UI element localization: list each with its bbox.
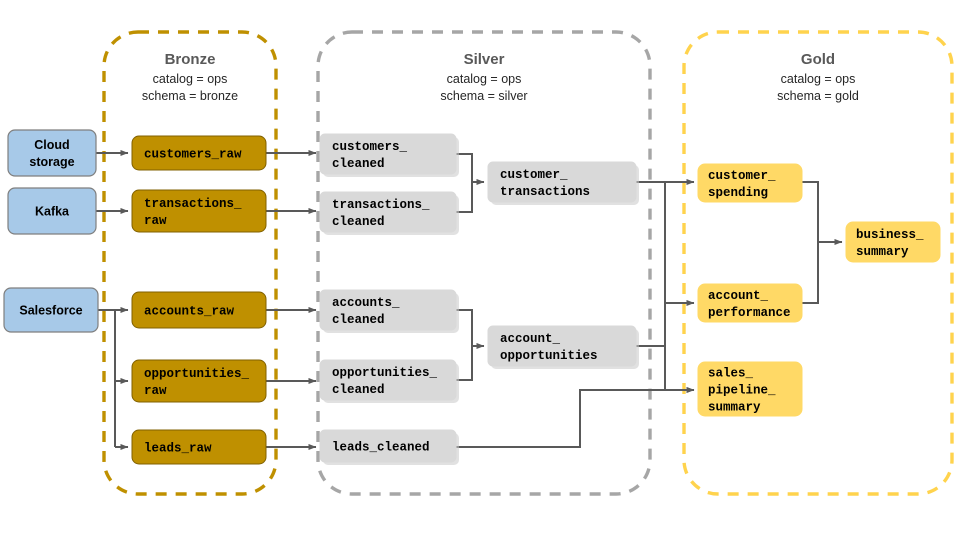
node-label-line: opportunities_ (332, 366, 438, 380)
zone-schema-gold: schema = gold (777, 89, 859, 103)
node-customers-cleaned[interactable]: customers_cleaned (319, 133, 459, 177)
node-label-line: customer_ (500, 168, 568, 182)
node-business-summary[interactable]: business_summary (845, 221, 941, 263)
zone-title-silver: Silver (464, 51, 505, 68)
node-box[interactable] (131, 429, 267, 465)
zone-labels-layer: Bronze catalog = ops schema = bronze Silver… (142, 51, 859, 103)
node-label-line: opportunities (500, 349, 598, 363)
node-label-line: summary (856, 245, 909, 259)
node-label-line: cleaned (332, 157, 385, 171)
node-box[interactable] (845, 221, 941, 263)
zone-catalog-bronze: catalog = ops (153, 72, 228, 86)
zone-title-bronze: Bronze (165, 51, 216, 68)
edge-leads-cleaned-to-pipeline (456, 386, 695, 448)
node-customer-transactions[interactable]: customer_ transactions (487, 161, 639, 205)
node-account-performance[interactable]: account_ performance (697, 283, 803, 323)
node-label-line: transactions (500, 185, 590, 199)
edges-layer (96, 149, 843, 451)
node-opportunities-raw[interactable]: opportunities_raw (131, 359, 267, 403)
node-box[interactable] (319, 191, 457, 233)
node-box[interactable] (319, 359, 457, 401)
node-opportunities-cleaned[interactable]: opportunities_cleaned (319, 359, 459, 403)
node-salesforce[interactable]: Salesforce (3, 287, 99, 333)
node-box[interactable] (487, 325, 637, 367)
nodes-layer: CloudstorageKafkaSalesforcecustomers_raw… (3, 129, 941, 465)
zone-schema-bronze: schema = bronze (142, 89, 238, 103)
node-box[interactable] (3, 287, 99, 333)
node-label-line: sales_ (708, 367, 754, 381)
node-label-line: raw (144, 214, 167, 228)
node-box[interactable] (7, 129, 97, 177)
edge-opportunities-cleaned-merge (456, 346, 473, 381)
node-box[interactable] (131, 135, 267, 171)
node-label-line: opportunities_ (144, 367, 250, 381)
node-label-line: customers_ (332, 140, 408, 154)
node-label-line: customer_ (708, 169, 776, 183)
node-label-line: spending (708, 186, 768, 200)
node-box[interactable] (697, 163, 803, 203)
node-label-line: leads_cleaned (332, 441, 430, 455)
zone-title-gold: Gold (801, 51, 835, 68)
node-label-line: performance (708, 306, 791, 320)
node-label-line: cleaned (332, 215, 385, 229)
node-cloud-storage[interactable]: Cloud storage (7, 129, 97, 177)
node-accounts-raw[interactable]: accounts_raw (131, 291, 267, 329)
node-box[interactable] (697, 283, 803, 323)
node-customer-spending[interactable]: customer_ spending (697, 163, 803, 203)
node-box[interactable] (697, 361, 803, 417)
node-label-line: Kafka (35, 205, 70, 219)
node-customers-raw[interactable]: customers_raw (131, 135, 267, 171)
node-transactions-cleaned[interactable]: transactions_cleaned (319, 191, 459, 235)
edge-customer-spending-merge (802, 181, 819, 242)
node-label-line: cleaned (332, 383, 385, 397)
node-leads-cleaned[interactable]: leads_cleaned (319, 429, 459, 465)
node-account-opportunities[interactable]: account_ opportunities (487, 325, 639, 369)
edge-transactions-cleaned-merge (456, 182, 473, 213)
node-label-line: transactions_ (144, 197, 242, 211)
node-label-line: account_ (708, 289, 769, 303)
node-label-line: accounts_raw (144, 305, 235, 319)
node-label-line: accounts_ (332, 296, 400, 310)
node-label-line: summary (708, 401, 761, 415)
node-transactions-raw[interactable]: transactions_raw (131, 189, 267, 233)
node-accounts-cleaned[interactable]: accounts_cleaned (319, 289, 459, 333)
edge-accounts-cleaned-merge (456, 309, 473, 346)
node-label-line: Salesforce (19, 304, 82, 318)
zone-border-gold (682, 30, 954, 496)
node-box[interactable] (319, 133, 457, 175)
zone-catalog-silver: catalog = ops (447, 72, 522, 86)
node-label-line: account_ (500, 332, 561, 346)
node-label-line: transactions_ (332, 198, 430, 212)
node-label-line: business_ (856, 228, 924, 242)
node-box[interactable] (319, 289, 457, 331)
node-label-line: pipeline_ (708, 384, 776, 398)
edge-salesforce-bus (98, 309, 116, 447)
node-box[interactable] (7, 187, 97, 235)
node-sales-pipeline-summary[interactable]: sales_ pipeline_summary (697, 361, 803, 417)
node-label-line: Cloud (34, 138, 69, 152)
zone-schema-silver: schema = silver (440, 89, 527, 103)
node-box[interactable] (487, 161, 637, 203)
edge-account-performance-merge (802, 242, 819, 304)
node-label-line: storage (29, 155, 74, 169)
node-label-line: customers_raw (144, 148, 242, 162)
node-leads-raw[interactable]: leads_raw (131, 429, 267, 465)
node-box[interactable] (319, 429, 457, 463)
node-kafka[interactable]: Kafka (7, 187, 97, 235)
node-box[interactable] (131, 189, 267, 233)
node-label-line: leads_raw (144, 442, 212, 456)
node-box[interactable] (131, 291, 267, 329)
zone-catalog-gold: catalog = ops (781, 72, 856, 86)
zone-containers (102, 30, 954, 496)
node-box[interactable] (131, 359, 267, 403)
node-label-line: raw (144, 384, 167, 398)
edge-customers-cleaned-merge (456, 153, 473, 182)
node-label-line: cleaned (332, 313, 385, 327)
